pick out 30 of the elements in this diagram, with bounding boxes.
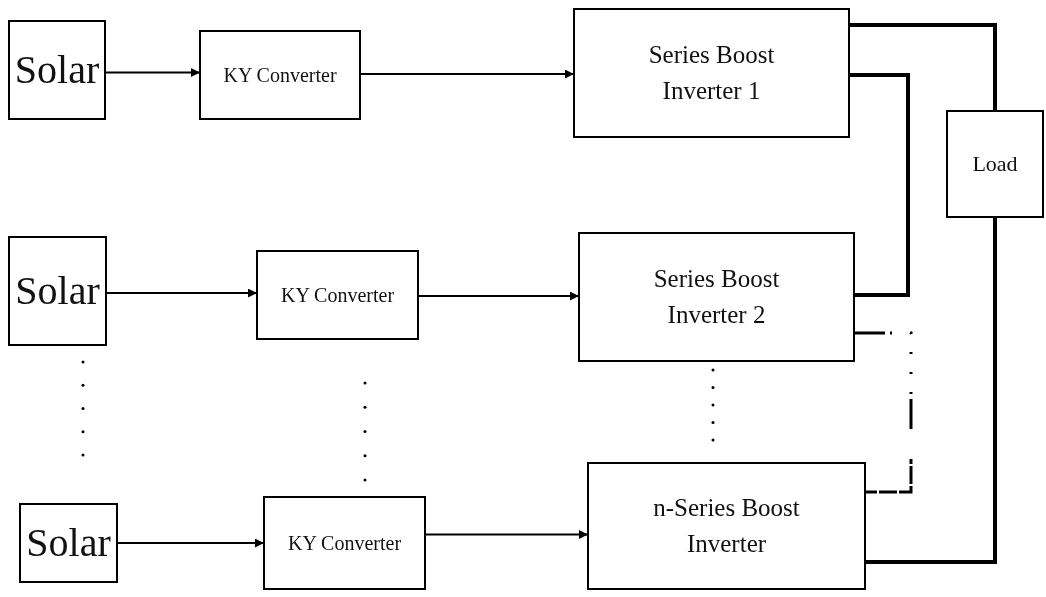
block-box: [573, 8, 850, 138]
arrow: [418, 291, 579, 301]
block-label: Series Boost Inverter 2: [652, 263, 781, 330]
block-label: KY Converter: [223, 62, 337, 88]
block-label: KY Converter: [287, 530, 402, 556]
wire: [866, 218, 997, 564]
block-box: [199, 30, 361, 120]
block-label: n-Series Boost Inverter: [652, 492, 801, 559]
block-box: [263, 496, 426, 590]
wire: [850, 23, 997, 110]
arrow: [106, 288, 257, 298]
wire: [850, 73, 910, 297]
wire: [855, 331, 913, 494]
block-label: Solar: [15, 267, 100, 315]
block-label: Solar: [14, 46, 100, 94]
block-label: Load: [972, 150, 1018, 179]
block-box: [946, 110, 1044, 218]
block-box: [587, 462, 866, 590]
block-box: [578, 232, 855, 362]
arrow: [117, 538, 264, 548]
arrow: [105, 68, 200, 77]
arrow: [360, 69, 574, 79]
block-label: Series Boost Inverter 1: [647, 39, 776, 106]
block-label: Solar: [26, 519, 111, 567]
block-box: [256, 250, 419, 340]
arrow: [425, 530, 588, 539]
block-box: [8, 20, 106, 120]
block-box: [8, 236, 107, 346]
block-label: KY Converter: [280, 282, 395, 308]
block-box: [19, 503, 118, 583]
